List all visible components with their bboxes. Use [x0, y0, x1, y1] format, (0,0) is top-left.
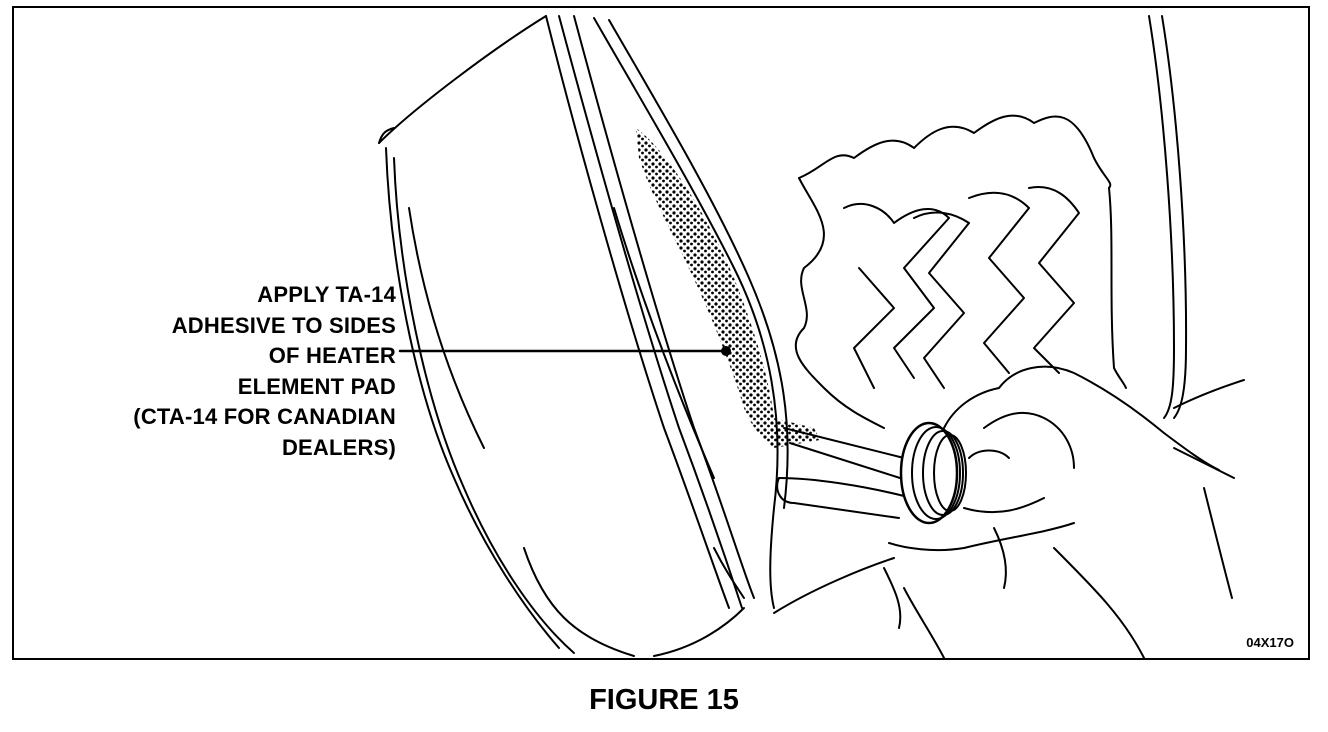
brush-and-hand — [776, 365, 1220, 658]
adhesive-callout-label: APPLY TA-14 ADHESIVE TO SIDES OF HEATER … — [34, 280, 396, 463]
adhesive-strip — [636, 128, 820, 448]
figure-caption: FIGURE 15 — [589, 684, 739, 716]
callout-leader — [398, 346, 731, 356]
callout-line: ADHESIVE TO SIDES — [171, 312, 396, 338]
seat-frame — [773, 15, 1245, 658]
figure-frame: APPLY TA-14 ADHESIVE TO SIDES OF HEATER … — [12, 6, 1310, 660]
seat-heater-illustration — [378, 15, 1245, 658]
heater-element-pad — [794, 114, 1127, 429]
callout-line: (CTA-14 FOR CANADIAN — [133, 404, 396, 429]
callout-line: APPLY TA-14 — [257, 282, 396, 307]
image-reference-code: 04X17O — [1246, 635, 1294, 650]
callout-line: OF HEATER — [268, 343, 396, 368]
callout-line: DEALERS) — [281, 434, 396, 460]
callout-line: ELEMENT PAD — [237, 373, 396, 399]
seat-cushion — [378, 15, 789, 657]
